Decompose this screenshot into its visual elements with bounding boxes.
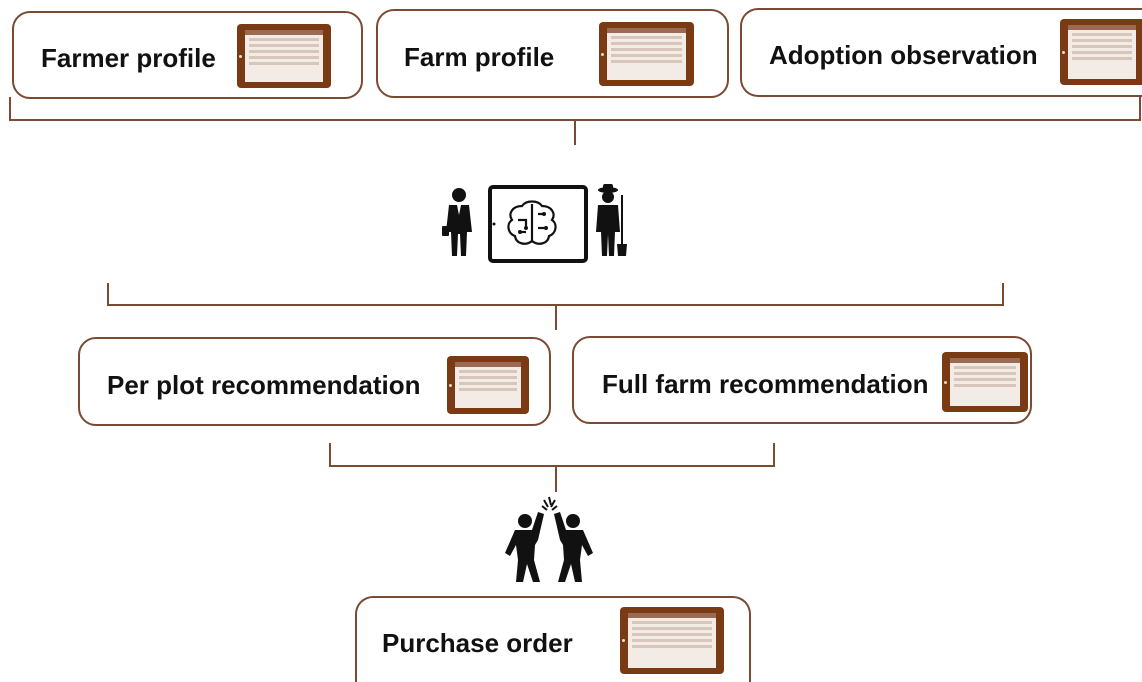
top-brace: [9, 97, 1141, 121]
farmer-icon: [596, 184, 627, 256]
tablet-document-icon: [942, 352, 1028, 412]
full-farm-recommendation-label: Full farm recommendation: [602, 369, 929, 399]
farmer-profile-label: Farmer profile: [41, 43, 216, 73]
lower-brace: [329, 443, 775, 467]
middle-brace: [107, 283, 1004, 306]
farm-profile-label: Farm profile: [404, 42, 555, 72]
ai-brain-tablet-icon: [488, 185, 588, 263]
tablet-document-icon: [447, 356, 529, 414]
adoption-observation-label: Adoption observation: [769, 40, 1038, 70]
tablet-document-icon: [599, 22, 694, 86]
high-five-icon: [505, 496, 593, 582]
tablet-document-icon: [237, 24, 331, 88]
purchase-order-box: Purchase order: [355, 596, 751, 682]
businessman-icon: [442, 188, 472, 256]
per-plot-recommendation-box: Per plot recommendation: [78, 337, 551, 426]
tablet-document-icon: [1060, 19, 1142, 85]
per-plot-recommendation-label: Per plot recommendation: [107, 370, 421, 400]
full-farm-recommendation-box: Full farm recommendation: [572, 336, 1032, 424]
tablet-document-icon: [620, 607, 724, 674]
farmer-profile-box: Farmer profile: [12, 11, 363, 99]
farm-profile-box: Farm profile: [376, 9, 729, 98]
adoption-observation-box: Adoption observation: [740, 8, 1142, 97]
purchase-order-label: Purchase order: [382, 628, 573, 658]
